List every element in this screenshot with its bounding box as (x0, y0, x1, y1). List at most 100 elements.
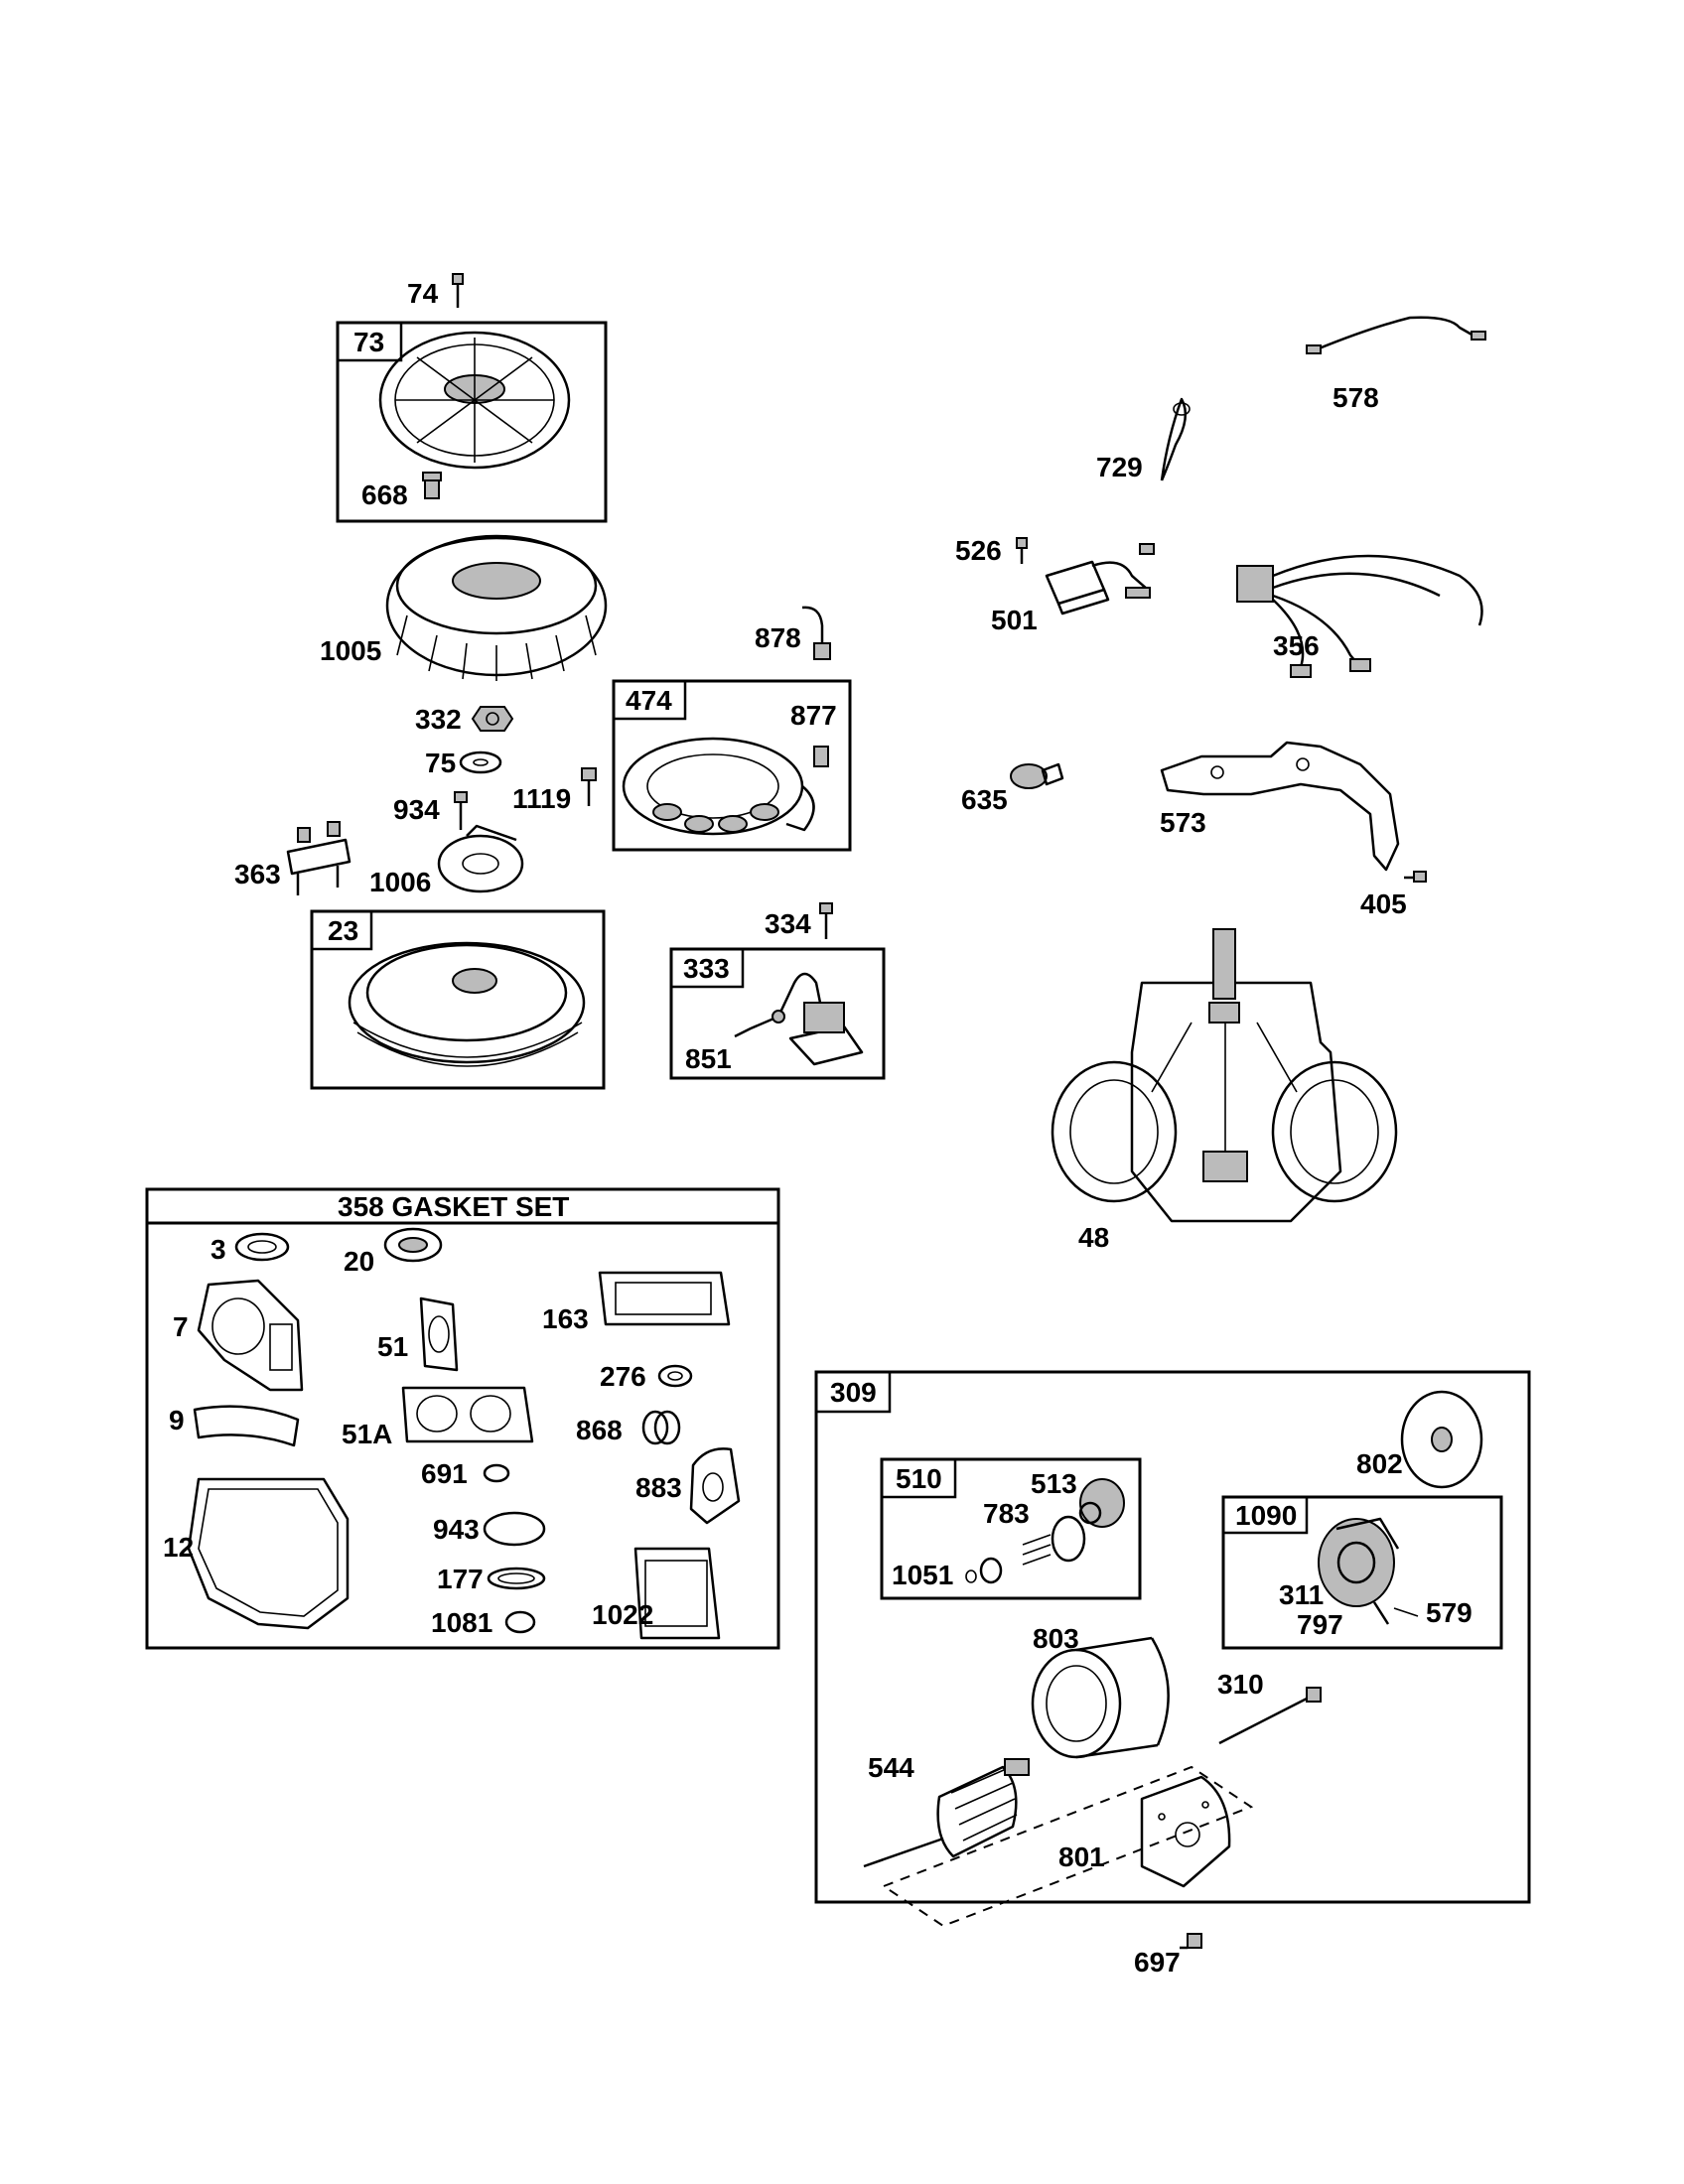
ring-1081 (504, 1610, 536, 1634)
label-934: 934 (393, 794, 440, 825)
label-573: 573 (1160, 807, 1206, 838)
label-544: 544 (868, 1752, 914, 1783)
label-877: 877 (790, 700, 837, 731)
seal-20 (383, 1227, 443, 1263)
label-1006: 1006 (369, 867, 431, 897)
regulator-501 (1045, 543, 1155, 615)
plate-802 (1400, 1390, 1483, 1489)
label-356: 356 (1273, 630, 1320, 661)
label-51: 51 (377, 1331, 408, 1362)
box-510 (880, 1457, 1142, 1600)
fan-1005 (385, 534, 608, 681)
nut-332 (471, 706, 514, 732)
label-310: 310 (1217, 1669, 1264, 1700)
label-7: 7 (173, 1311, 189, 1342)
bolt-310 (1218, 1687, 1322, 1745)
label-878: 878 (755, 622, 801, 653)
label-334: 334 (765, 908, 811, 939)
box-1090 (1221, 1495, 1503, 1650)
housing-803 (1031, 1636, 1170, 1759)
label-309: 309 (830, 1377, 877, 1408)
label-1005: 1005 (320, 635, 381, 666)
screw-526 (1016, 537, 1028, 564)
cable-578 (1306, 316, 1486, 354)
dashed-assembly-outline (881, 1765, 1254, 1928)
label-578: 578 (1333, 382, 1379, 413)
box-474 (612, 679, 852, 852)
screw-668 (422, 472, 442, 499)
harness-356 (1236, 554, 1483, 678)
label-1119: 1119 (512, 783, 571, 814)
label-510: 510 (896, 1463, 942, 1494)
box-73 (336, 321, 608, 523)
box-23-tab (310, 909, 373, 951)
label-802: 802 (1356, 1448, 1403, 1479)
stator-474 (622, 737, 829, 836)
box-309 (814, 1370, 1531, 1904)
gasket-12 (187, 1477, 350, 1630)
label-474: 474 (626, 685, 672, 716)
bolt-334 (819, 902, 833, 939)
label-883: 883 (635, 1472, 682, 1503)
bolt-934 (454, 791, 468, 830)
gasket-51a (401, 1386, 534, 1443)
washer-75 (459, 751, 502, 774)
label-51A: 51A (342, 1419, 392, 1449)
gasket-set-title: 358 GASKET SET (338, 1191, 569, 1222)
gasket-51 (419, 1297, 459, 1372)
label-1081: 1081 (431, 1607, 492, 1638)
box-309-tab (814, 1370, 892, 1414)
label-943: 943 (433, 1514, 480, 1545)
ring-177 (487, 1567, 546, 1590)
label-20: 20 (344, 1246, 374, 1277)
label-513: 513 (1031, 1468, 1077, 1499)
label-23: 23 (328, 915, 358, 946)
label-276: 276 (600, 1361, 646, 1392)
box-333 (669, 947, 886, 1080)
gasket-883 (689, 1447, 741, 1525)
label-797: 797 (1297, 1609, 1343, 1640)
armature-333 (734, 972, 864, 1066)
label-729: 729 (1096, 452, 1143, 482)
label-73: 73 (353, 327, 384, 357)
label-697: 697 (1134, 1947, 1181, 1978)
label-74: 74 (407, 278, 439, 309)
box-1090-tab (1221, 1495, 1309, 1535)
label-177: 177 (437, 1564, 484, 1594)
label-311: 311 (1279, 1579, 1324, 1610)
box-23 (310, 909, 606, 1090)
label-1090: 1090 (1235, 1500, 1297, 1531)
label-851: 851 (685, 1043, 732, 1074)
box-474-tab (612, 679, 687, 721)
label-801: 801 (1058, 1842, 1105, 1872)
gasket-3 (234, 1232, 290, 1262)
label-579: 579 (1426, 1597, 1473, 1628)
label-526: 526 (955, 535, 1002, 566)
label-163: 163 (542, 1303, 589, 1334)
brush-holder-1090 (1318, 1517, 1419, 1625)
label-9: 9 (169, 1405, 185, 1435)
label-12: 12 (163, 1532, 194, 1563)
bolt-74 (452, 273, 464, 308)
gasket-9 (193, 1405, 300, 1447)
gasket-7 (197, 1279, 304, 1392)
label-363: 363 (234, 859, 281, 889)
box-333-tab (669, 947, 745, 989)
wire-878 (801, 606, 831, 660)
label-333: 333 (683, 953, 730, 984)
label-332: 332 (415, 704, 462, 735)
ring-691 (483, 1463, 510, 1483)
label-668: 668 (361, 479, 408, 510)
label-691: 691 (421, 1458, 468, 1489)
bracket-363 (286, 821, 351, 895)
endcap-801 (1140, 1775, 1231, 1888)
retainer-1006 (437, 824, 524, 893)
label-1051: 1051 (892, 1560, 953, 1590)
baffle-573 (1160, 741, 1400, 872)
label-635: 635 (961, 784, 1008, 815)
label-803: 803 (1033, 1623, 1079, 1654)
label-868: 868 (576, 1415, 623, 1445)
label-3: 3 (210, 1234, 226, 1265)
grommet-868 (641, 1410, 681, 1445)
